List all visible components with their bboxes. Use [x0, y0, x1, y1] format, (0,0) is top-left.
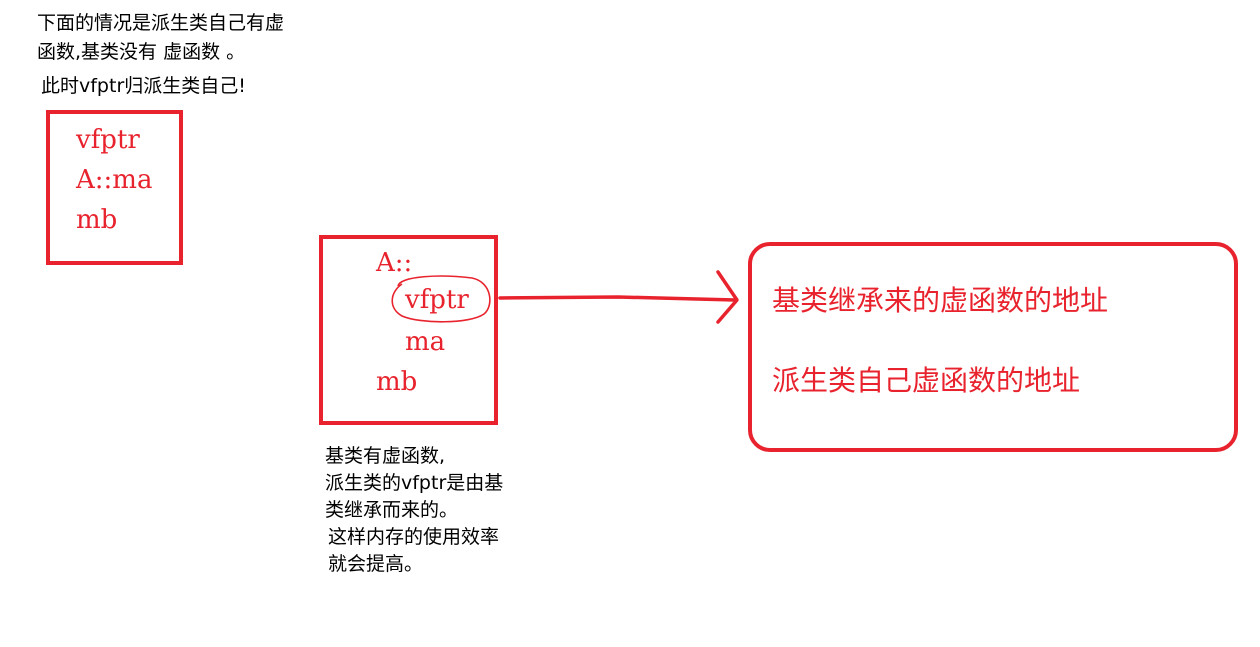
bottom-note-line-3: 类继承而来的。 — [325, 499, 459, 521]
left-box-mb: mb — [76, 205, 118, 235]
vtable-box — [748, 242, 1238, 452]
inherited-layout-box — [319, 235, 498, 425]
bottom-note-line-2: 派生类的vfptr是由基 — [325, 472, 504, 494]
middle-box-mb: mb — [376, 367, 418, 397]
top-note-line-3: 此时vfptr归派生类自己! — [41, 75, 246, 97]
vtable-entry-derived: 派生类自己虚函数的地址 — [772, 364, 1081, 397]
top-note-line-2: 函数,基类没有 虚函数 。 — [37, 41, 246, 63]
bottom-note-line-1: 基类有虚函数, — [325, 445, 446, 467]
vfptr-arrow-line — [498, 295, 737, 302]
middle-box-vfptr: vfptr — [405, 285, 469, 315]
middle-box-a-scope: A:: — [376, 248, 413, 278]
middle-box-ma: ma — [405, 327, 446, 357]
bottom-note-line-4: 这样内存的使用效率 — [328, 526, 500, 548]
vtable-entry-base: 基类继承来的虚函数的地址 — [772, 284, 1109, 317]
top-note-line-1: 下面的情况是派生类自己有虚 — [37, 12, 285, 34]
bottom-note-line-5: 就会提高。 — [328, 553, 424, 575]
derived-only-layout-box — [46, 110, 183, 265]
vfptr-arrow-head — [716, 270, 739, 324]
left-box-vfptr: vfptr — [76, 125, 140, 155]
left-box-ama: A::ma — [76, 165, 153, 195]
